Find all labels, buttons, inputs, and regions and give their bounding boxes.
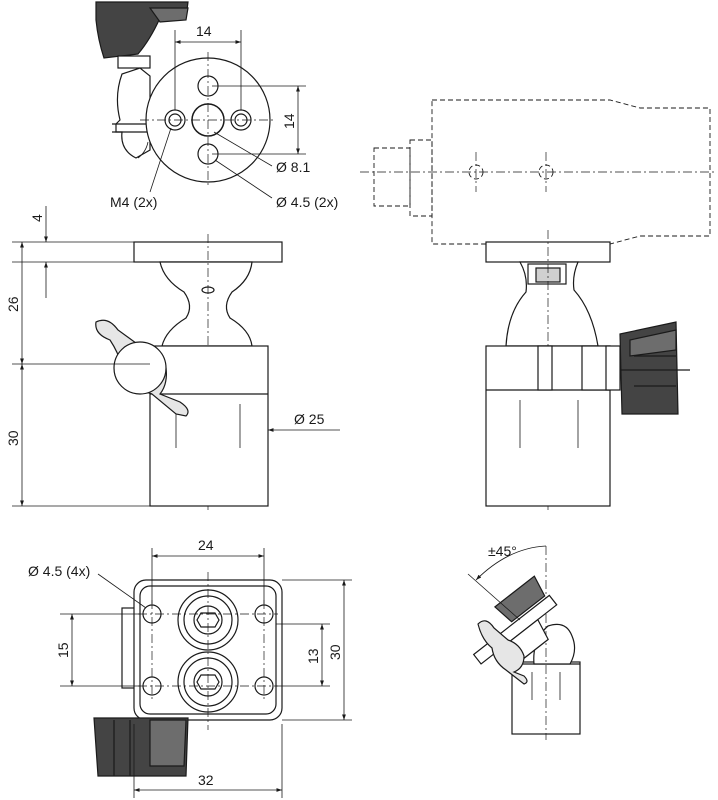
dim-diameter: Ø 25 xyxy=(294,411,325,427)
dim-top-height: 14 xyxy=(281,113,297,129)
side-view-left: 4 26 30 Ø 25 xyxy=(5,206,340,510)
body-left xyxy=(149,345,269,507)
wing-screw xyxy=(95,319,189,417)
dim-upper: 26 xyxy=(5,296,21,312)
tilt-view: ±45° xyxy=(467,543,581,740)
label-mount-holes: Ø 4.5 (4x) xyxy=(28,563,90,579)
side-view-right xyxy=(485,230,690,510)
dim-plate: 4 xyxy=(29,214,45,222)
label-holes: Ø 4.5 (2x) xyxy=(276,194,338,210)
dim-spacing-left: 15 xyxy=(55,642,71,658)
dim-spacing-right: 13 xyxy=(305,648,321,664)
dim-bottom-height: 30 xyxy=(327,644,343,660)
label-threads: M4 (2x) xyxy=(110,194,157,210)
clamp-arm xyxy=(115,67,151,159)
dim-lower: 30 xyxy=(5,430,21,446)
label-tilt-angle: ±45° xyxy=(488,543,517,559)
clamp-knob-bottom xyxy=(93,717,189,777)
dim-bottom-overall: 32 xyxy=(198,772,214,788)
bottom-view: 24 Ø 4.5 (4x) 15 13 30 32 xyxy=(28,537,352,798)
camera-outline xyxy=(360,99,716,245)
label-bore: Ø 8.1 xyxy=(276,159,310,175)
top-view: 14 14 Ø 8.1 Ø 4.5 (2x) M4 (2x) xyxy=(95,1,338,210)
ball-joint xyxy=(159,261,253,347)
dim-top-width: 14 xyxy=(196,23,212,39)
tilt-knob xyxy=(493,575,546,623)
dim-bottom-width: 24 xyxy=(198,537,214,553)
clamp-knob-right xyxy=(619,321,690,415)
clamp-knob-top xyxy=(95,1,189,69)
